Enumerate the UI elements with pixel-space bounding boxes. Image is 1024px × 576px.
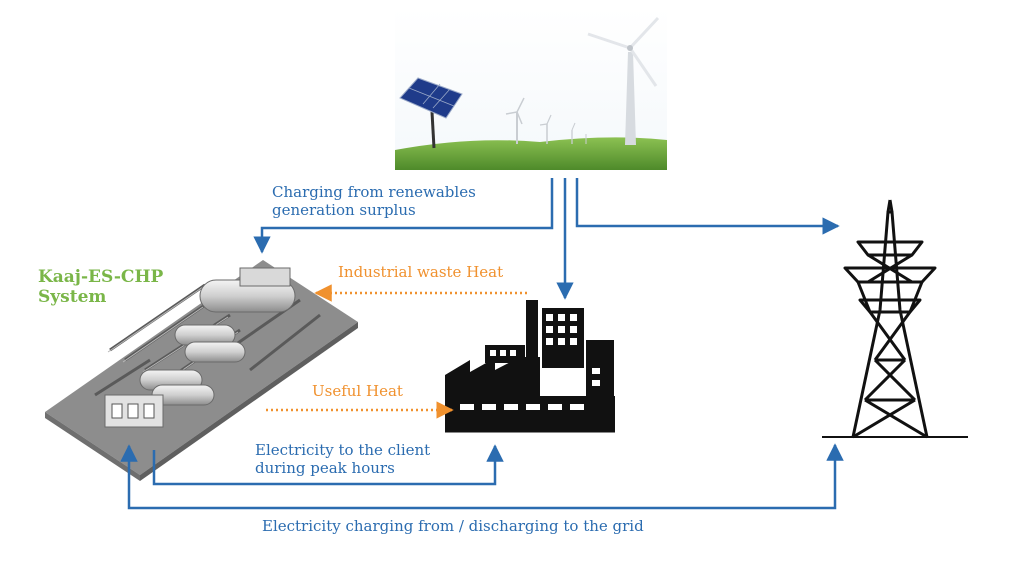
charging-label: Charging from renewables generation surp… <box>272 183 476 219</box>
client-label: Electricity to the client during peak ho… <box>255 441 430 477</box>
client-label-line2: during peak hours <box>255 459 395 477</box>
system-title-line1: Kaaj-ES-CHP <box>38 267 164 287</box>
renewables-to-grid-arrow <box>575 178 840 235</box>
system-title: Kaaj-ES-CHP System <box>38 267 164 307</box>
factory-windows <box>460 314 600 410</box>
grid-label: Electricity charging from / discharging … <box>262 517 644 535</box>
storage-to-client-arrow <box>152 444 504 486</box>
renewables-photo-icon <box>395 8 667 170</box>
heat-flows <box>266 284 527 419</box>
charging-label-line2: generation surplus <box>272 201 416 219</box>
waste-heat-label: Industrial waste Heat <box>338 263 504 281</box>
renewables-to-storage-arrow <box>253 178 554 254</box>
grid-exchange-arrow <box>120 443 844 510</box>
transmission-tower-icon <box>822 199 968 439</box>
electric-flows <box>120 178 844 510</box>
factory-icon <box>445 300 615 433</box>
client-label-line1: Electricity to the client <box>255 441 431 459</box>
useful-heat-label: Useful Heat <box>312 382 403 400</box>
charging-label-line1: Charging from renewables <box>272 183 476 201</box>
storage-system-icon <box>45 260 358 481</box>
system-title-line2: System <box>38 286 107 307</box>
